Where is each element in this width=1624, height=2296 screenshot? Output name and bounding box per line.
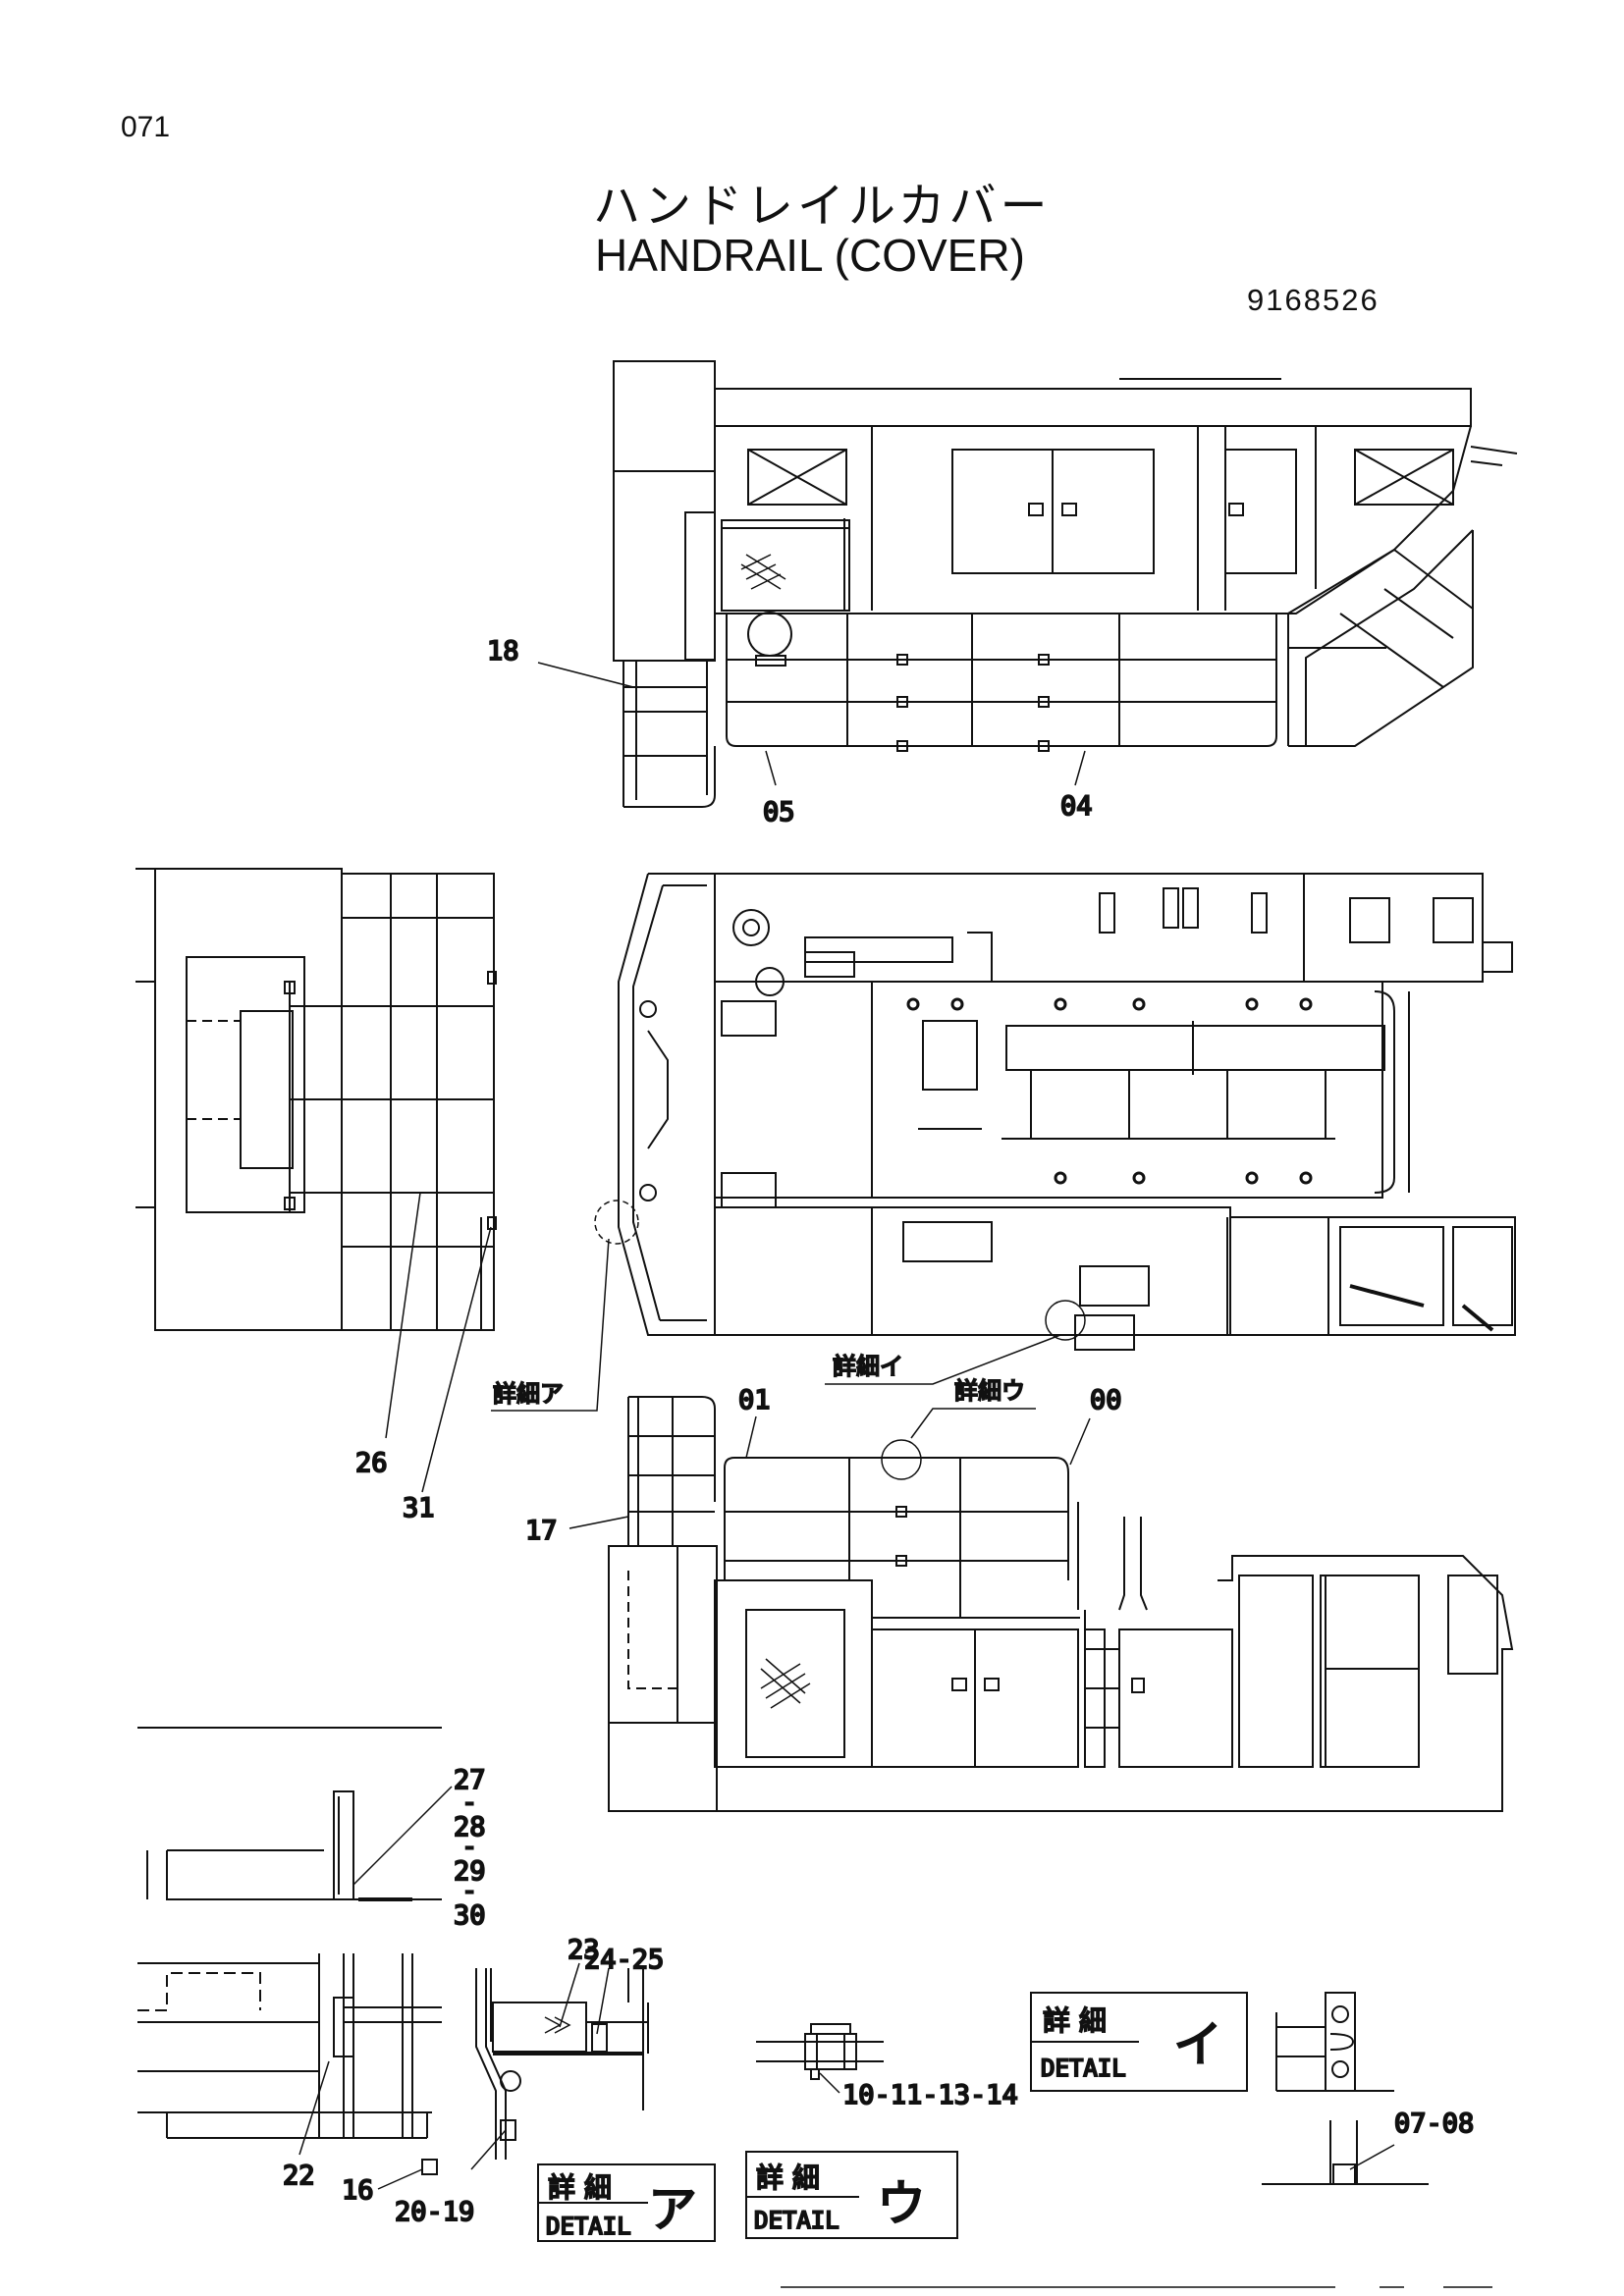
detail-box-a-jp: 詳 細 <box>548 2171 612 2204</box>
callout-23: 23 <box>568 1935 600 1965</box>
callout-16: 16 <box>342 2175 374 2206</box>
detail-box-a-en: DETAIL <box>546 2213 631 2240</box>
callout-04: 04 <box>1060 791 1093 822</box>
title-english: HANDRAIL (COVER) <box>595 230 1025 281</box>
callout-00: 00 <box>1090 1385 1122 1415</box>
callout-05: 05 <box>763 797 795 828</box>
detail-box-i-jp: 詳 細 <box>1043 2004 1107 2037</box>
callout-22: 22 <box>283 2161 315 2191</box>
side-view-upper <box>537 360 1518 808</box>
detail-tag-u: 詳細ウ <box>954 1377 1025 1405</box>
callout-28-dash: - <box>461 1788 477 1818</box>
callout-18: 18 <box>487 636 519 667</box>
detail-box-i-kana: イ <box>1173 2016 1222 2073</box>
callout-30-dash: - <box>461 1876 477 1906</box>
detail-07-08-drawing <box>1262 2120 1429 2185</box>
callout-28: 28 <box>454 1812 486 1842</box>
callout-30: 30 <box>454 1900 486 1931</box>
callout-01: 01 <box>738 1385 771 1415</box>
callout-29-dash: - <box>461 1832 477 1862</box>
detail-tag-i: 詳細イ <box>833 1353 903 1380</box>
detail-box-u-en: DETAIL <box>754 2207 839 2234</box>
detail-box-a-kana: ア <box>648 2181 697 2238</box>
detail-box-i-en: DETAIL <box>1041 2055 1126 2082</box>
callout-10-11-13-14: 10-11-13-14 <box>842 2080 1018 2110</box>
detail-box-u <box>745 2151 958 2239</box>
detail-box-i <box>1030 1992 1248 2092</box>
page-number: 071 <box>121 111 171 143</box>
detail-tag-a: 詳細ア <box>493 1380 564 1408</box>
title-japanese: ハンドレイルカバー <box>593 179 1052 234</box>
callout-07-08: 07-08 <box>1394 2109 1474 2139</box>
part-number: 9168526 <box>1247 283 1380 317</box>
detail-i-drawings <box>1275 1992 1394 2092</box>
callout-29: 29 <box>454 1856 486 1887</box>
callout-17: 17 <box>525 1516 558 1546</box>
side-view-lower <box>568 1396 1514 1812</box>
detail-u-drawings <box>756 2023 884 2094</box>
callout-20-19: 20-19 <box>395 2197 474 2227</box>
detail-box-a <box>537 2163 716 2242</box>
callout-31: 31 <box>403 1493 435 1523</box>
detail-box-u-kana: ウ <box>877 2175 926 2232</box>
callout-26: 26 <box>355 1448 388 1478</box>
rear-view <box>135 868 497 1493</box>
callout-24-25: 24-25 <box>584 1945 664 1975</box>
detail-a-drawings <box>137 1727 649 2190</box>
detail-box-u-jp: 詳 細 <box>756 2162 820 2194</box>
callout-27: 27 <box>454 1765 486 1795</box>
plan-view <box>491 873 1516 1412</box>
